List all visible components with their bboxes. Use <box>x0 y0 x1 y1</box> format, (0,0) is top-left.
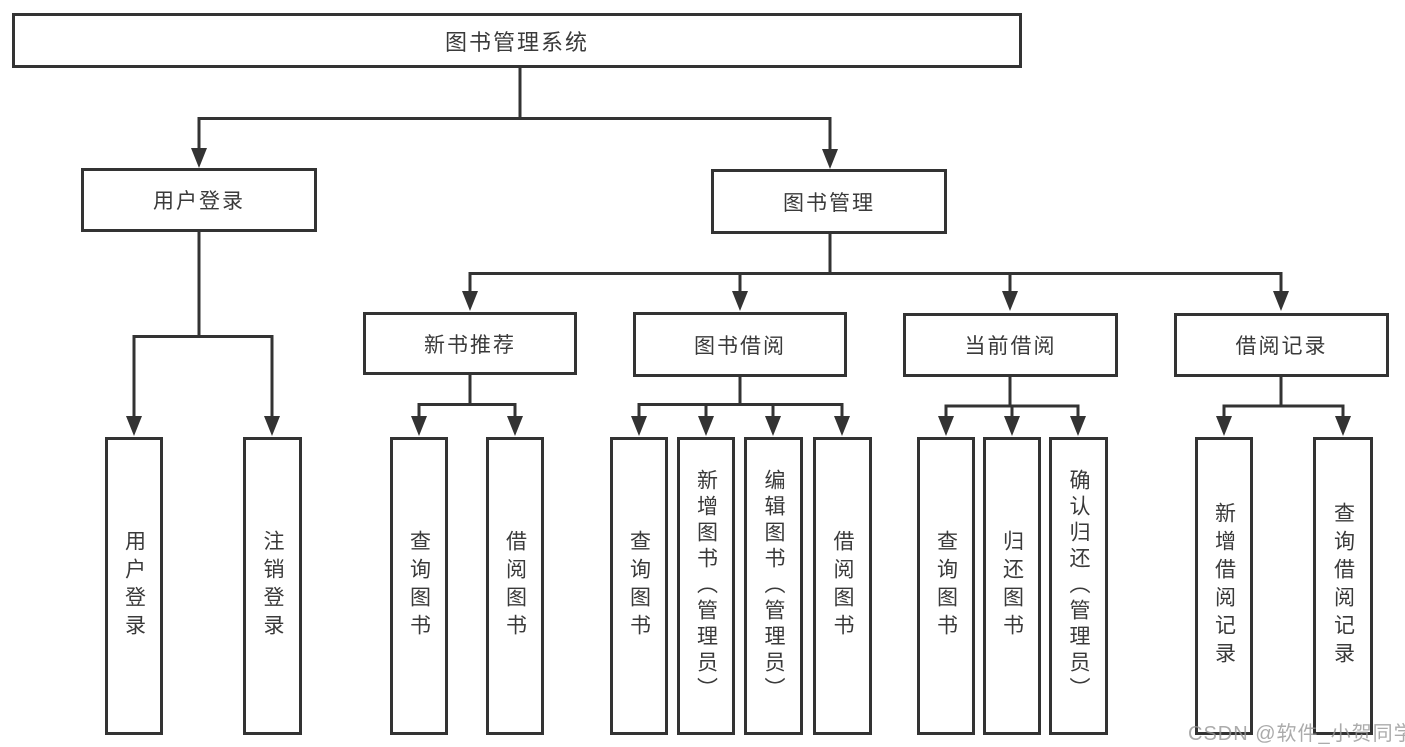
leaf-current-query-books: 查询图书 <box>917 437 975 735</box>
node-new-book-recommendation: 新书推荐 <box>363 312 577 375</box>
node-current-borrowing: 当前借阅 <box>903 313 1118 377</box>
node-user-login: 用户登录 <box>81 168 317 232</box>
node-book-management: 图书管理 <box>711 169 947 234</box>
node-book-borrowing: 图书借阅 <box>633 312 847 377</box>
leaf-user-login: 用户登录 <box>105 437 163 735</box>
leaf-borrow-borrow-books: 借阅图书 <box>813 437 872 735</box>
leaf-current-confirm-return-admin: 确认归还（管理员） <box>1049 437 1108 735</box>
leaf-borrow-query-books: 查询图书 <box>610 437 668 735</box>
leaf-borrow-add-books-admin: 新增图书（管理员） <box>677 437 735 735</box>
leaf-rec-query-books: 查询图书 <box>390 437 448 735</box>
leaf-borrow-edit-books-admin: 编辑图书（管理员） <box>744 437 803 735</box>
node-root: 图书管理系统 <box>12 13 1022 68</box>
leaf-current-return-books: 归还图书 <box>983 437 1041 735</box>
node-borrowing-records: 借阅记录 <box>1174 313 1389 377</box>
csdn-watermark: CSDN @软件_小贺同学 <box>1188 723 1405 745</box>
arrowheads <box>126 148 1351 436</box>
leaf-record-query-borrow-record: 查询借阅记录 <box>1313 437 1373 735</box>
leaf-logout: 注销登录 <box>243 437 302 735</box>
leaf-record-add-borrow-record: 新增借阅记录 <box>1195 437 1253 735</box>
leaf-rec-borrow-books: 借阅图书 <box>486 437 544 735</box>
